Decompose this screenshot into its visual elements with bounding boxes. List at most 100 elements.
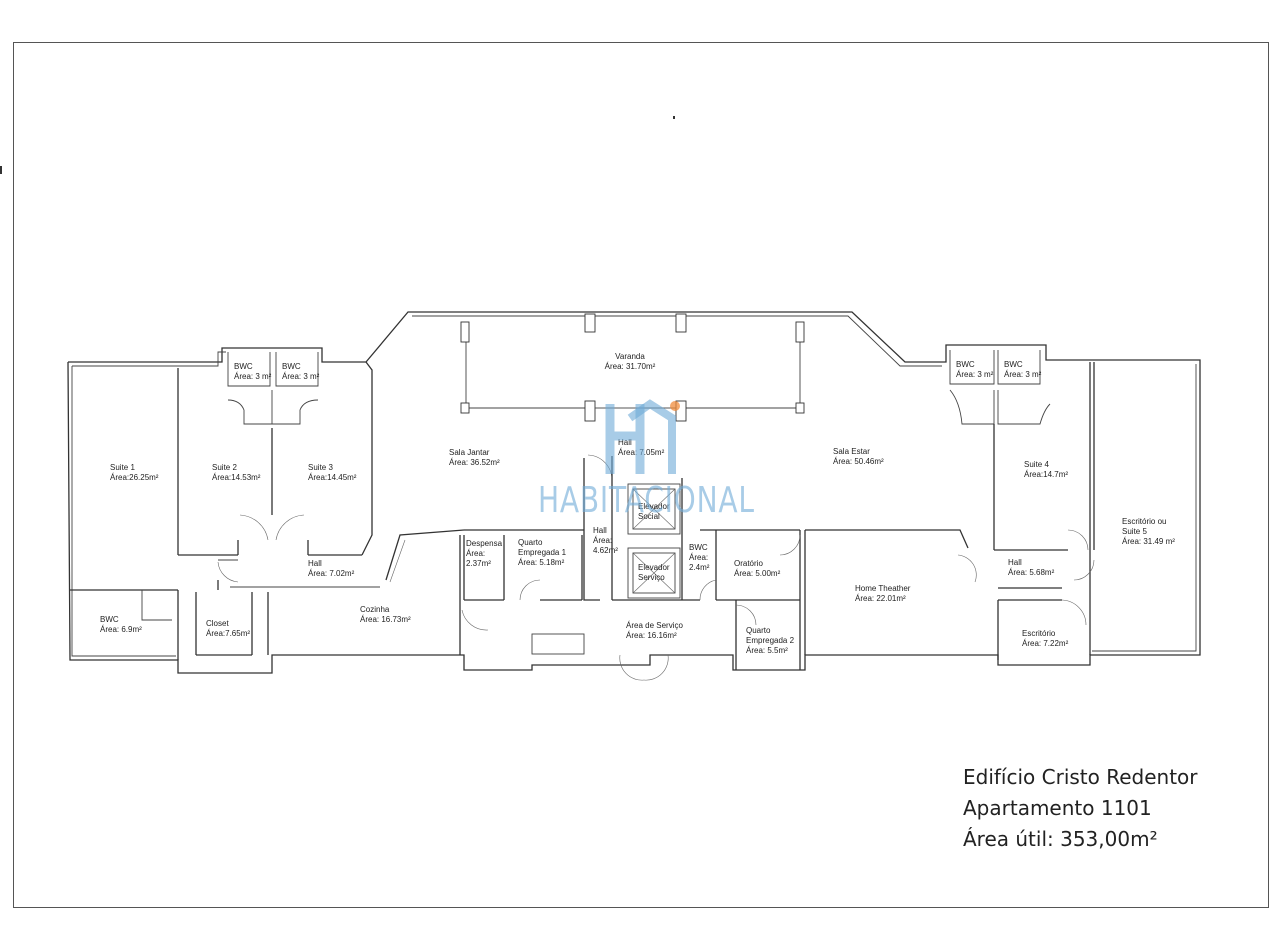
room-label-line: 2.37m²	[466, 559, 491, 568]
room-label-line: 4.62m²	[593, 546, 618, 555]
room-label-line: Hall	[1008, 558, 1022, 567]
room-label-line: Escritório ou	[1122, 517, 1166, 526]
room-label-line: Serviço	[638, 573, 665, 582]
room-label-line: Área:7.65m²	[206, 629, 250, 638]
watermark-text: HABITACIONAL	[538, 480, 755, 521]
room-label-line: BWC	[1004, 360, 1023, 369]
room-label-line: Área: 16.73m²	[360, 615, 411, 624]
room-label-line: Elevador	[638, 563, 670, 572]
room-label-line: Área:26.25m²	[110, 473, 159, 482]
room-label-line: Área: 3 m²	[282, 372, 320, 381]
room-label-line: Área: 5.68m²	[1008, 568, 1055, 577]
scan-mark-left	[0, 166, 2, 174]
room-label-line: Suite 1	[110, 463, 135, 472]
room-label-line: Hall	[618, 438, 632, 447]
room-label-line: Social	[638, 512, 660, 521]
room-label-line: BWC	[689, 543, 708, 552]
scan-mark	[673, 116, 675, 119]
room-label-line: Hall	[593, 526, 607, 535]
room-label-line: Closet	[206, 619, 229, 628]
room-label-line: Área: 5.5m²	[746, 646, 788, 655]
room-label-line: Área:14.45m²	[308, 473, 357, 482]
room-label-line: BWC	[282, 362, 301, 371]
room-label-line: Sala Jantar	[449, 448, 490, 457]
building-name: Edifício Cristo Redentor	[963, 765, 1198, 789]
room-label-line: BWC	[100, 615, 119, 624]
apartment-number: Apartamento 1101	[963, 796, 1152, 820]
room-label-line: Área: 7.02m²	[308, 569, 355, 578]
room-label-line: Área:	[593, 536, 612, 545]
room-label-line: 2.4m²	[689, 563, 710, 572]
room-label-line: Cozinha	[360, 605, 390, 614]
room-label-line: Home Theather	[855, 584, 911, 593]
room-label-line: Área:14.7m²	[1024, 470, 1068, 479]
useful-area: Área útil: 353,00m²	[963, 827, 1158, 851]
room-label-line: BWC	[956, 360, 975, 369]
room-label-line: Suite 2	[212, 463, 237, 472]
room-label-line: Quarto	[746, 626, 771, 635]
room-label-line: Suite 5	[1122, 527, 1147, 536]
house-logo-icon	[605, 399, 680, 474]
room-label-line: Área: 22.01m²	[855, 594, 906, 603]
room-label-line: Área: 5.00m²	[734, 569, 781, 578]
room-label-line: Área: 5.18m²	[518, 558, 565, 567]
sheet-border	[13, 42, 1269, 908]
room-label-line: Quarto	[518, 538, 543, 547]
room-label-line: Sala Estar	[833, 447, 870, 456]
room-label-line: Varanda	[615, 352, 645, 361]
room-label-line: Empregada 1	[518, 548, 567, 557]
room-label-line: Área: 6.9m²	[100, 625, 142, 634]
room-label-line: Oratório	[734, 559, 763, 568]
room-label-line: Suite 4	[1024, 460, 1049, 469]
room-label-line: Área: 3 m²	[234, 372, 272, 381]
room-label-line: Área: 3 m²	[1004, 370, 1042, 379]
room-label-line: Área: 31.70m²	[605, 362, 656, 371]
room-label-line: Suite 3	[308, 463, 333, 472]
room-label-line: Área: 50.46m²	[833, 457, 884, 466]
room-label-line: Hall	[308, 559, 322, 568]
room-label-line: BWC	[234, 362, 253, 371]
room-label-line: Área: 36.52m²	[449, 458, 500, 467]
room-label-line: Área: 31.49 m²	[1122, 537, 1175, 546]
watermark-logo: HABITACIONAL	[534, 384, 754, 534]
room-label-line: Área:	[689, 553, 708, 562]
room-label-line: Despensa	[466, 539, 503, 548]
room-label-line: Área:14.53m²	[212, 473, 261, 482]
room-label-line: Área:	[466, 549, 485, 558]
left-suites-walls	[70, 352, 465, 660]
right-wing-walls	[804, 350, 1095, 660]
room-label-line: Elevador	[638, 502, 670, 511]
room-label-line: Área: 7.22m²	[1022, 639, 1069, 648]
service-area-walls	[459, 454, 801, 681]
